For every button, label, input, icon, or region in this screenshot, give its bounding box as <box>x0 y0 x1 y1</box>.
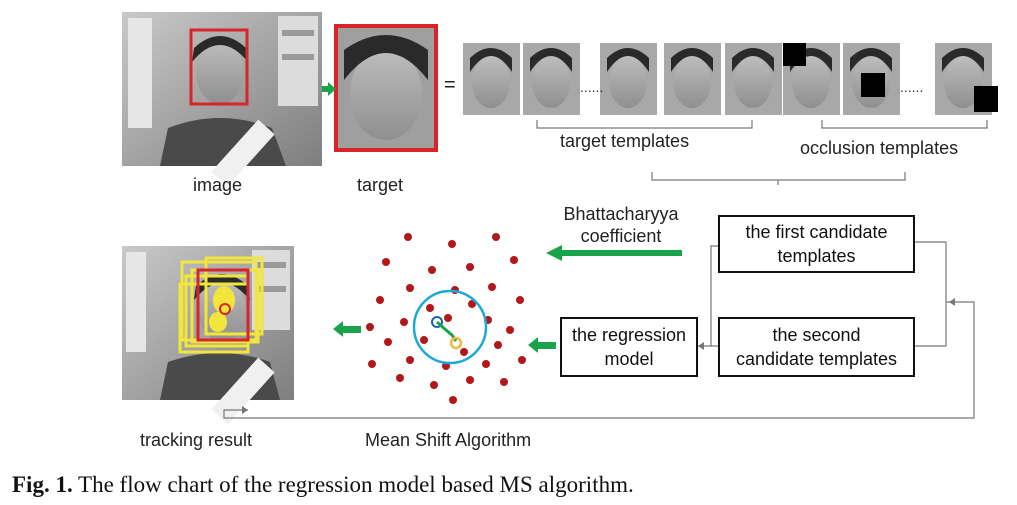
input-image <box>122 12 322 187</box>
occlusion-templates-bracket <box>821 120 988 129</box>
arrow-image-to-target <box>322 82 336 96</box>
label-target: target <box>357 175 404 195</box>
template-thumb <box>600 43 657 115</box>
caption-text: The flow chart of the regression model b… <box>72 472 634 497</box>
occlusion-templates-strip <box>783 43 998 115</box>
occlusion-thumb <box>783 43 840 115</box>
template-thumb <box>725 43 782 115</box>
label-image: image <box>193 175 243 195</box>
arrow-to-mean-shift <box>528 337 556 353</box>
label-bhattacharyya: Bhattacharyya coefficient <box>563 204 679 246</box>
label-occlusion-templates: occlusion templates <box>800 138 959 158</box>
box-first-candidate-templates: the first candidate templates <box>718 215 915 273</box>
figure-caption: Fig. 1. The flow chart of the regression… <box>12 472 634 498</box>
box-first-text: the first candidate templates <box>745 222 888 266</box>
kernel-window <box>412 289 488 365</box>
template-thumb <box>664 43 721 115</box>
caption-prefix: Fig. 1. <box>12 472 73 497</box>
equals-sign: = <box>444 74 456 96</box>
box-second-candidate-templates: the second candidate templates <box>718 317 915 377</box>
templates-group-bracket <box>651 172 906 185</box>
thumbs-ellipsis-2: ...... <box>900 79 923 95</box>
arrow-to-tracking <box>333 321 361 337</box>
label-target-templates: target templates <box>560 131 690 151</box>
start-point <box>431 316 443 328</box>
arrow-bhattacharyya-left <box>546 245 682 261</box>
connector-lines <box>223 241 975 419</box>
target-image <box>334 24 438 152</box>
tracking-result-image <box>122 246 294 425</box>
template-thumb <box>463 43 520 115</box>
mean-shift-plot <box>366 233 526 404</box>
particles <box>366 233 526 404</box>
label-mean-shift: Mean Shift Algorithm <box>365 430 532 450</box>
thumbs-ellipsis-1: ...... <box>580 79 603 95</box>
box-regression-model: the regression model <box>560 317 698 377</box>
target-templates-strip <box>463 43 782 115</box>
box-regression-text: the regression model <box>571 325 687 369</box>
converged-point <box>449 336 463 350</box>
target-templates-bracket <box>536 120 753 129</box>
occlusion-thumb <box>935 43 998 115</box>
template-thumb <box>523 43 580 115</box>
label-tracking-result: tracking result <box>140 430 253 450</box>
box-second-text: the second candidate templates <box>735 325 898 369</box>
occlusion-thumb <box>843 43 900 115</box>
